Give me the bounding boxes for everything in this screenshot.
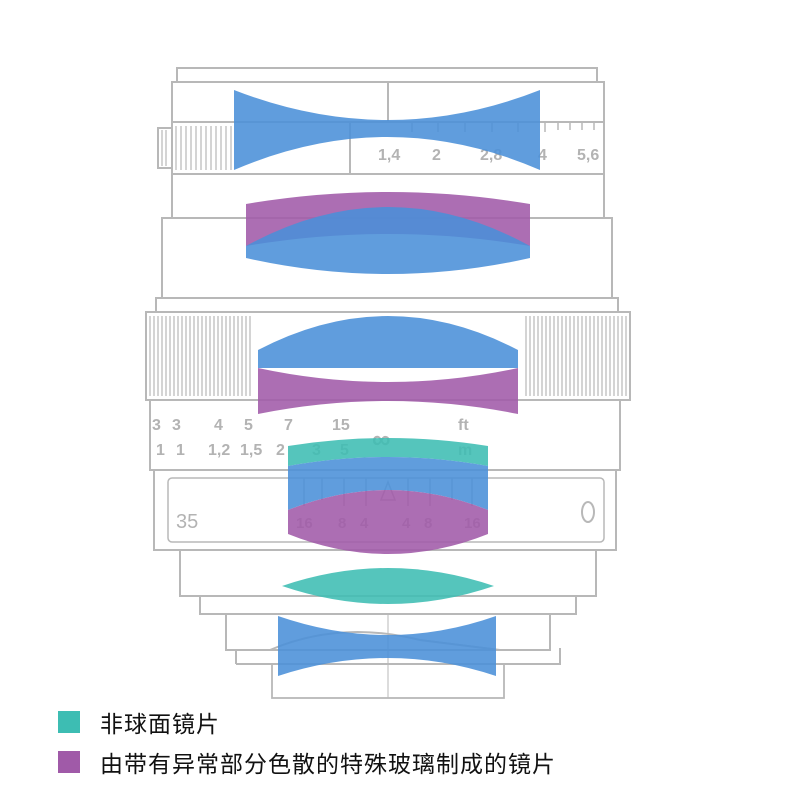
- feet-number: 15: [332, 417, 350, 434]
- legend-label: 非球面镜片: [100, 712, 220, 738]
- lens-element-9-aspherical: [282, 568, 494, 604]
- aperture-number: 5,6: [577, 147, 599, 164]
- aperture-grip: [157, 126, 232, 170]
- focal-length-mark: 35: [176, 511, 198, 533]
- lens-element-8-special-dispersion: [288, 490, 488, 554]
- lens-cross-section-diagram: 1,4 2 2,8 4 5,6 3 3 4 5 7 15 ft 1 1 1,2 …: [145, 67, 631, 699]
- feet-number: 5: [244, 417, 253, 434]
- legend-item-aspherical: 非球面镜片: [58, 706, 556, 738]
- legend: 非球面镜片 由带有异常部分色散的特殊玻璃制成的镜片: [58, 706, 556, 786]
- lens-release-dot: [581, 501, 595, 523]
- focus-ring-knurling: [149, 316, 627, 396]
- lens-element-3-standard: [246, 207, 530, 274]
- meter-number: 1,2: [208, 442, 230, 459]
- legend-item-special-dispersion: 由带有异常部分色散的特殊玻璃制成的镜片: [58, 746, 556, 778]
- aperture-number: 4: [538, 147, 547, 164]
- feet-unit: ft: [458, 417, 469, 434]
- feet-number: 3: [172, 417, 181, 434]
- barrel-top-ring: [176, 67, 598, 83]
- lens-element-1-standard: [234, 90, 540, 170]
- lens-elements: [234, 90, 540, 676]
- feet-number: 3: [152, 417, 161, 434]
- teal-square-swatch: [58, 711, 80, 733]
- lens-element-7-standard: [288, 457, 488, 510]
- aperture-number: 2: [432, 147, 441, 164]
- legend-label: 由带有异常部分色散的特殊玻璃制成的镜片: [100, 752, 556, 778]
- meter-number: 2: [276, 442, 285, 459]
- feet-number: 7: [284, 417, 293, 434]
- aperture-number: 1,4: [378, 147, 400, 164]
- meter-number: 1: [176, 442, 185, 459]
- meter-number: 1: [156, 442, 165, 459]
- lens-element-10-standard: [278, 616, 496, 676]
- lens-element-6-aspherical: [288, 438, 488, 466]
- meter-number: 1,5: [240, 442, 262, 459]
- lens-element-4-standard: [258, 316, 518, 368]
- purple-square-swatch: [58, 751, 80, 773]
- feet-number: 4: [214, 417, 223, 434]
- lens-element-5-special-dispersion: [258, 368, 518, 414]
